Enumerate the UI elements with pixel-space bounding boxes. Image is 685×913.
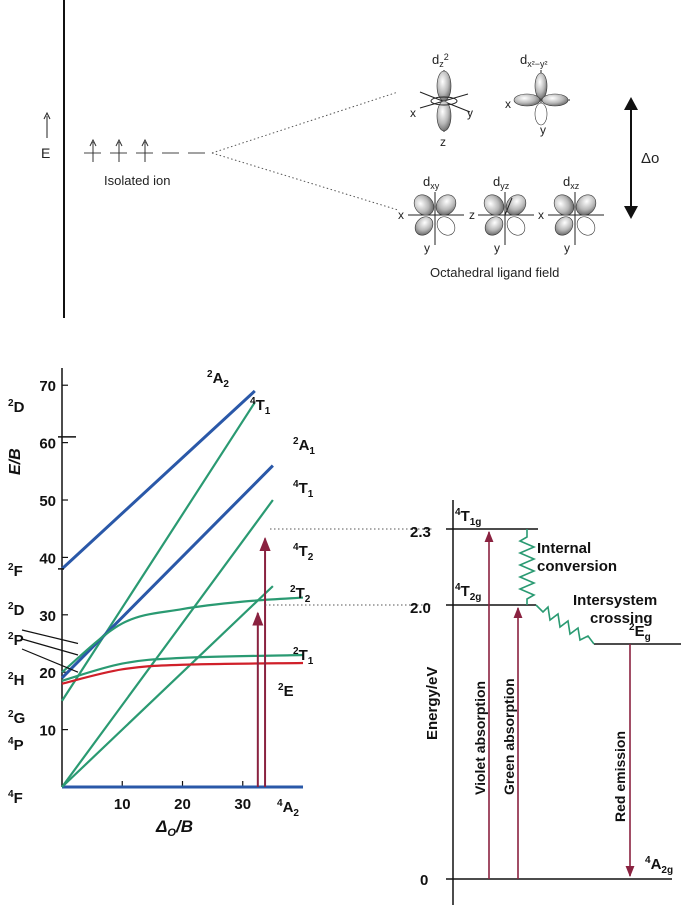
dyz-orbital-icon	[478, 192, 534, 245]
intersystem-crossing-zigzag	[535, 604, 595, 645]
state-label-2T2: 2T2	[290, 584, 311, 605]
ts-y-tick-label: 60	[39, 436, 56, 453]
ed-tick-2-3: 2.3	[410, 524, 431, 541]
free-ion-term-label: 2F	[8, 562, 23, 580]
ts-series-line	[60, 389, 256, 570]
dxz-x-axis-label: x	[538, 208, 544, 222]
red-emission-label: Red emission	[612, 731, 628, 822]
state-label-2A2: 2A2	[207, 369, 229, 390]
state-label-4T2: 4T2	[293, 542, 314, 563]
ts-series-line	[61, 499, 274, 788]
ts-series-line	[61, 596, 304, 674]
ts-series	[60, 389, 304, 789]
ed-tick-2-0: 2.0	[410, 600, 431, 617]
state-label-2A1: 2A1	[293, 436, 315, 457]
ts-transitions	[252, 537, 271, 787]
dxz-label: dxz	[563, 174, 580, 191]
ts-x-tick-label: 30	[234, 796, 251, 813]
free-ion-term-label: 2H	[8, 671, 24, 689]
level-label-4T2g: 4T2g	[455, 582, 481, 603]
ts-series-line	[61, 585, 274, 788]
ts-series-line	[61, 653, 304, 682]
state-label-4T1-upper: 4T1	[250, 396, 271, 417]
ts-x-tick-label: 20	[174, 796, 191, 813]
violet-absorption-label: Violet absorption	[472, 681, 488, 795]
delta-o-label: Δo	[641, 150, 659, 167]
internal-conversion-zigzag	[517, 529, 537, 605]
ts-y-tick-label: 50	[39, 493, 56, 510]
dxz-y-axis-label: y	[564, 241, 570, 255]
ts-y-tick-label: 20	[39, 665, 56, 682]
energy-level-diagram: Energy/eV 0 2.0 2.3 4T1g 4T2g 2Eg 4A2g I…	[410, 500, 681, 905]
ts-series-line	[60, 464, 274, 680]
dxz-orbital-icon	[548, 192, 604, 245]
level-label-4A2g: 4A2g	[645, 855, 673, 876]
free-ion-term-label: 2D	[8, 398, 25, 416]
dxy-label: dxy	[423, 174, 440, 191]
tanabe-sugano-chart: 10 20 30 40 50 60 70 10 20 30 4F 4P 2G 2H 2P 2D 2F 2D E/…	[7, 368, 315, 839]
energy-axis-label: E	[41, 145, 50, 161]
dxy-orbital-icon	[408, 192, 464, 245]
dxy-y-axis-label: y	[424, 241, 430, 255]
ts-free-ion-terms: 4F 4P 2G 2H 2P 2D 2F 2D	[8, 398, 79, 807]
ts-series-line	[61, 661, 304, 685]
state-label-4A2: 4A2	[277, 798, 299, 819]
ts-series-line	[61, 401, 256, 702]
ts-y-axis-label: E/B	[7, 448, 24, 475]
dx2-y2-label: dx²−y²	[520, 52, 547, 69]
spin-up-arrow-icon	[89, 138, 97, 162]
ts-x-tick-label: 10	[114, 796, 131, 813]
dx2-y2-y-axis-label: y	[540, 123, 546, 137]
octahedral-field-label: Octahedral ligand field	[430, 265, 559, 280]
ts-y-tick-label: 30	[39, 608, 56, 625]
free-ion-term-tick	[21, 638, 79, 656]
dz2-x-axis-label: x	[410, 106, 416, 120]
isolated-ion-label: Isolated ion	[104, 173, 171, 188]
crystal-field-splitting: E Isolated ion dz2 x y z	[41, 0, 659, 318]
dyz-z-axis-label: z	[469, 208, 475, 222]
level-label-2Eg: 2Eg	[629, 622, 651, 643]
delta-o-arrow-icon	[624, 97, 638, 219]
isolated-ion-levels	[84, 138, 205, 162]
free-ion-term-label: 4P	[8, 736, 24, 754]
free-ion-term-label: 2G	[8, 709, 25, 727]
green-absorption-label: Green absorption	[501, 678, 517, 795]
free-ion-term-tick	[21, 648, 79, 673]
free-ion-term-label: 2P	[8, 631, 24, 649]
level-label-4T1g: 4T1g	[455, 507, 481, 528]
ts-y-tick-label: 40	[39, 550, 56, 567]
spin-up-arrow-icon	[141, 138, 149, 162]
dx2-y2-orbital-icon	[513, 70, 570, 126]
dz2-label: dz2	[432, 52, 449, 69]
free-ion-term-tick	[21, 629, 79, 645]
ts-x-axis-label: ΔO/B	[155, 817, 193, 839]
dx2-y2-x-axis-label: x	[505, 97, 511, 111]
state-label-2T1: 2T1	[293, 646, 314, 667]
eg-splitting-line	[211, 91, 399, 154]
ed-y-axis-label: Energy/eV	[424, 667, 441, 740]
state-label-4T1-lower: 4T1	[293, 479, 314, 500]
t2g-splitting-line	[211, 152, 399, 211]
ts-y-tick-label: 10	[39, 723, 56, 740]
dz2-z-axis-label: z	[440, 135, 446, 149]
free-ion-term-label: 2D	[8, 601, 25, 619]
ts-axes: 10 20 30 40 50 60 70 10 20 30	[39, 368, 251, 813]
energy-arrow-icon	[43, 111, 51, 138]
free-ion-term-label: 4F	[8, 789, 23, 807]
spin-up-arrow-icon	[115, 138, 123, 162]
dyz-label: dyz	[493, 174, 510, 191]
ts-y-tick-label: 70	[39, 378, 56, 395]
dxy-x-axis-label: x	[398, 208, 404, 222]
dyz-y-axis-label: y	[494, 241, 500, 255]
ed-tick-0: 0	[420, 872, 428, 889]
dz2-orbital-icon	[419, 70, 471, 132]
state-label-2E: 2E	[278, 682, 294, 700]
dz2-y-axis-label: y	[467, 106, 473, 120]
